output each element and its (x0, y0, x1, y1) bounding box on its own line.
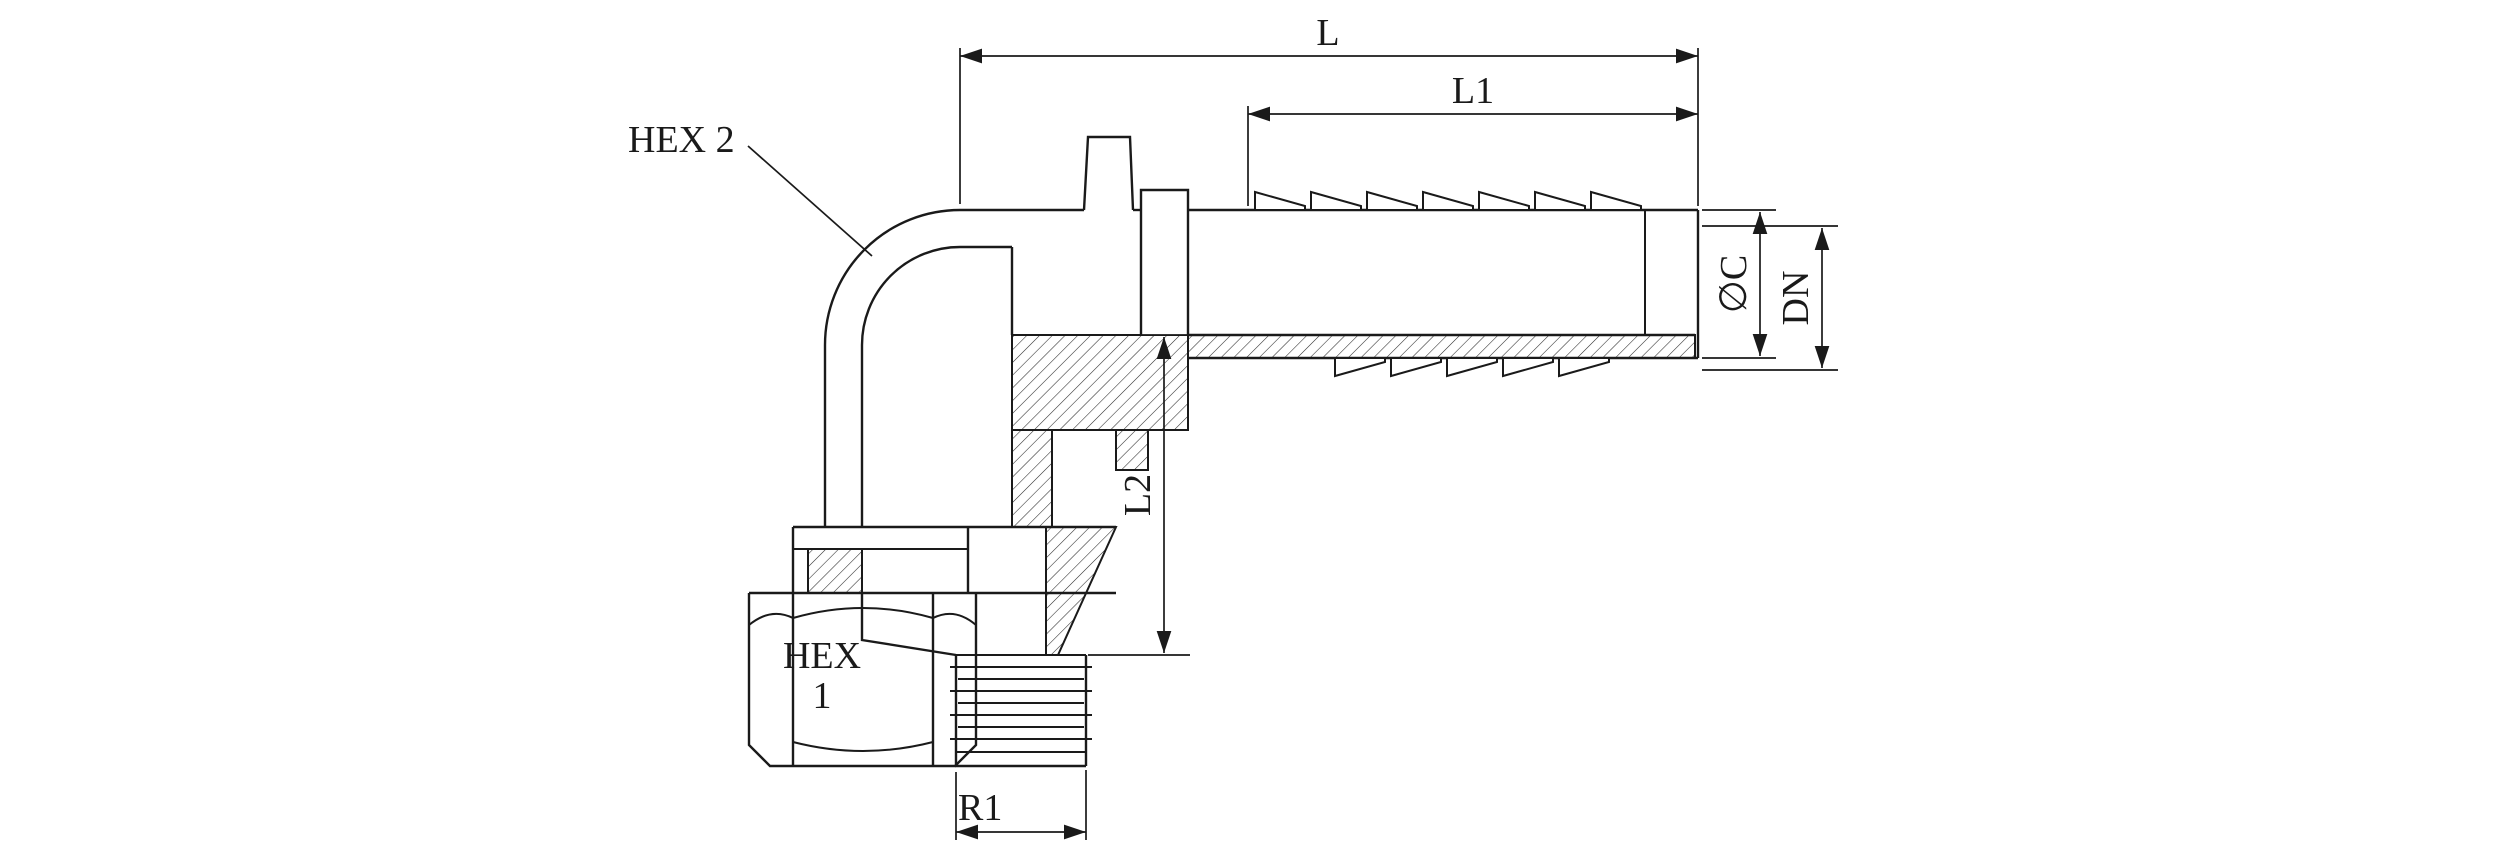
hatch-corner-block (1011, 334, 1189, 431)
barb-teeth-top (1253, 190, 1643, 212)
dimension-L1: L1 (1247, 70, 1698, 206)
hatch-nut-cone (1045, 526, 1118, 656)
callout-hex2: HEX 2 (628, 119, 873, 257)
dim-label-L: L (1316, 12, 1339, 54)
hatch-swivel-ring (807, 548, 863, 594)
barb-teeth-bottom (1333, 356, 1611, 378)
hose-stop-collar (1139, 188, 1190, 335)
dim-label-L1: L1 (1452, 70, 1494, 112)
dimension-R1: R1 (955, 770, 1087, 840)
dimensions: L L1 ∅C DN L2 R1 (628, 12, 1838, 840)
hatch-spigot-wall (1187, 334, 1696, 359)
nipple-boss (1082, 135, 1135, 211)
dim-label-R1: R1 (958, 787, 1002, 829)
dimension-L2: L2 (1088, 334, 1190, 656)
dim-label-L2: L2 (1117, 474, 1159, 516)
dim-label-C: ∅C (1713, 255, 1755, 313)
dimension-C: ∅C (1702, 209, 1776, 359)
ext-line (1702, 225, 1838, 371)
label-hex1-line2: 1 (813, 675, 832, 717)
hatch-leg-wall (1011, 429, 1053, 528)
hatch-step-tab (1115, 429, 1149, 471)
fitting-body (747, 135, 1700, 768)
elbow-inner-profile (860, 245, 1012, 527)
section-hatching (807, 334, 1696, 656)
hex-outline (747, 593, 978, 768)
ext-line (959, 48, 1699, 206)
dim-label-DN: DN (1775, 271, 1817, 326)
leader-line (747, 145, 873, 257)
bore-wall-left (860, 593, 957, 657)
label-hex1-line1: HEX (783, 635, 861, 677)
ext-line (1702, 209, 1776, 359)
thread-lines (950, 654, 1092, 753)
callout-hex1: HEX 1 (783, 635, 861, 717)
ext-line (1088, 334, 1190, 656)
dimension-L: L (959, 12, 1699, 206)
hex-chamfer-arcs-bottom (792, 741, 934, 752)
dimension-DN: DN (1702, 225, 1838, 371)
label-hex2: HEX 2 (628, 119, 735, 161)
